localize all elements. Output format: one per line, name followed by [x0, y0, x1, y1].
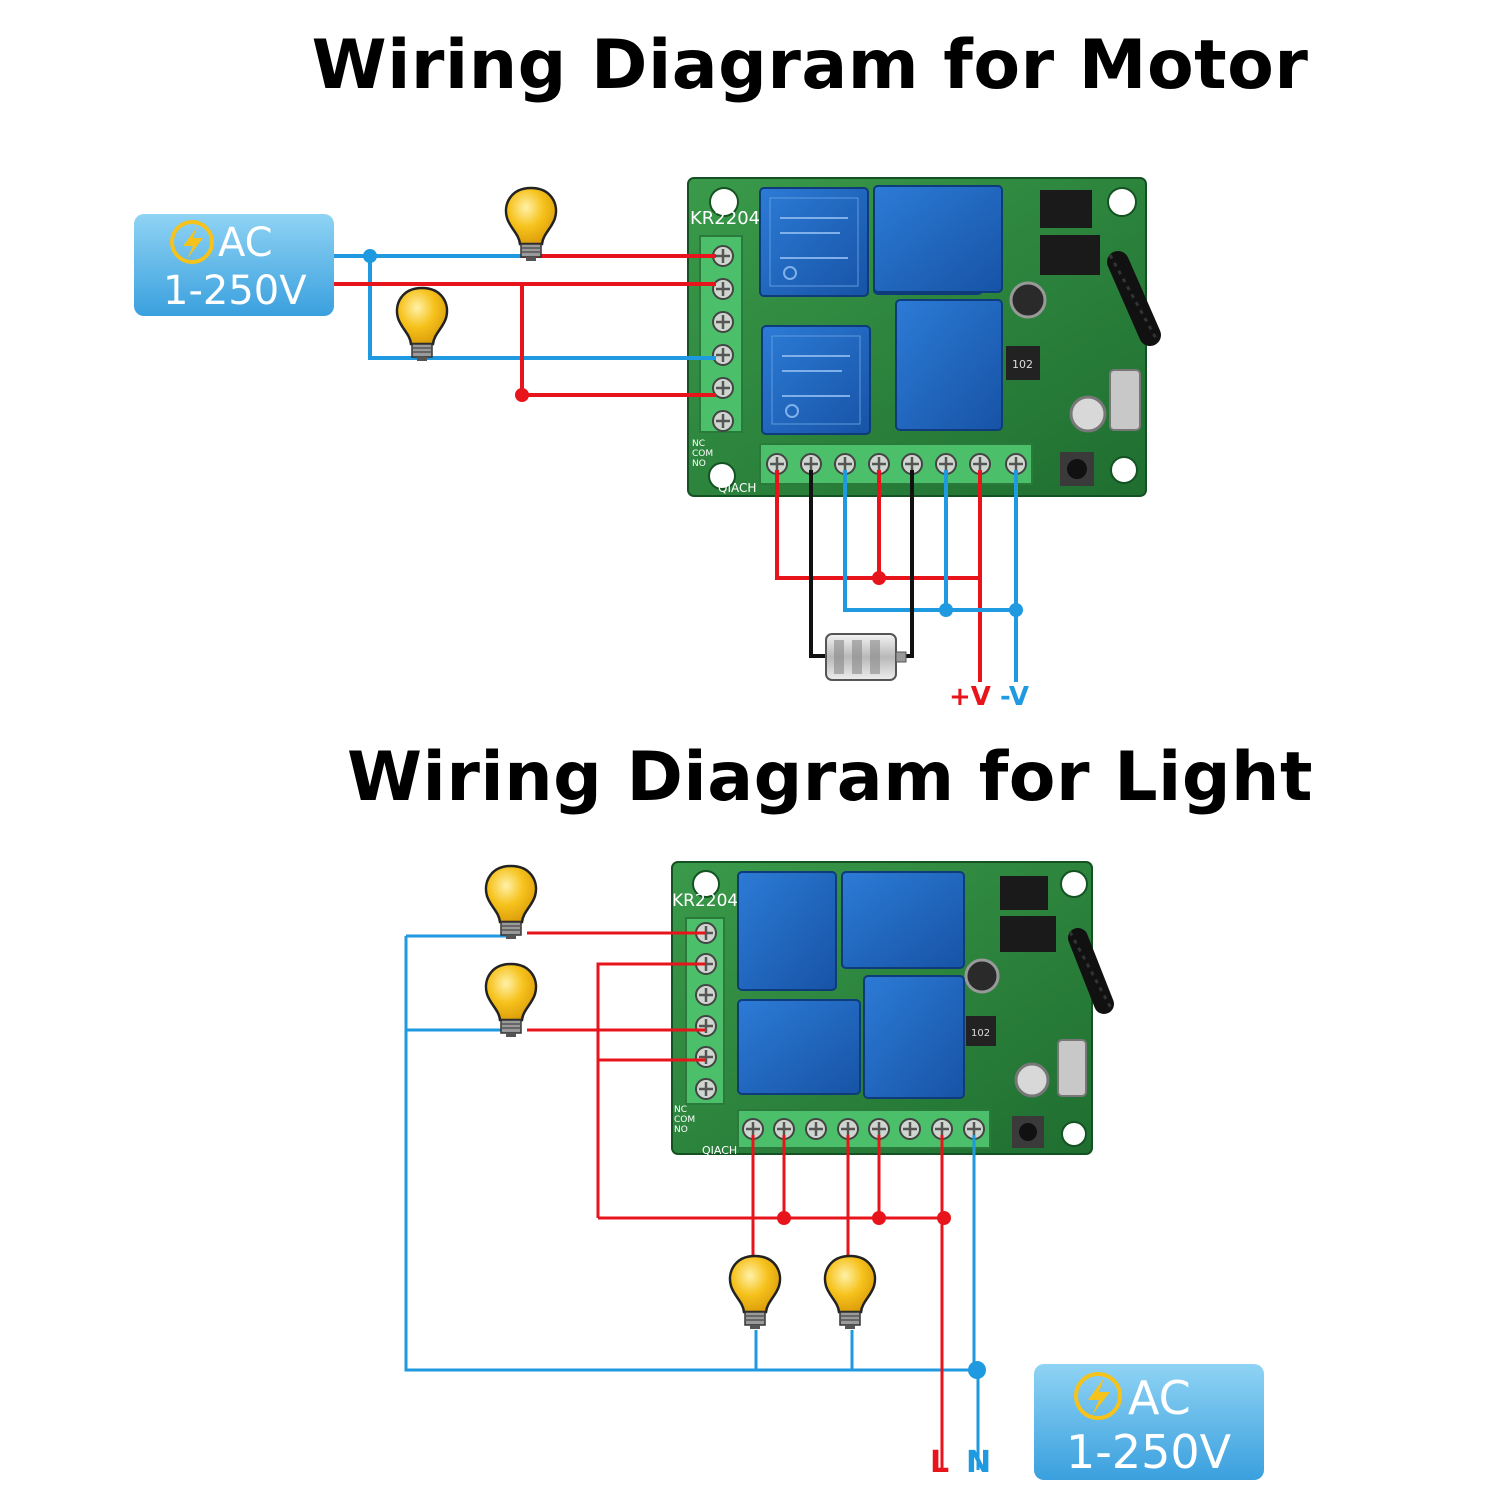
junction-dot — [939, 603, 953, 617]
light-diagram-title: Wiring Diagram for Light — [347, 738, 1313, 817]
bulb-icon — [728, 1254, 782, 1331]
dc-motor-icon — [825, 633, 907, 681]
board-model-label: KR2204 — [690, 208, 760, 229]
lightning-bolt-icon — [1074, 1372, 1122, 1420]
lightning-bolt-icon — [170, 220, 214, 264]
minus-v-label: -V — [1000, 682, 1029, 712]
board-brand-label: QIACH — [718, 481, 756, 495]
motor-wiring-diagram: AC 1-250V KR2204 102 — [134, 177, 1161, 712]
relay-board-light: KR2204 102 — [671, 861, 1114, 1157]
ac-power-box-light: AC 1-250V — [1034, 1364, 1264, 1480]
no-label: NO — [692, 459, 706, 469]
nc-label: NC — [674, 1105, 687, 1115]
bulb-icon — [395, 286, 449, 363]
voltage-label: 1-250V — [163, 268, 307, 314]
motor-diagram-title: Wiring Diagram for Motor — [311, 26, 1309, 105]
motor-bottom-wires — [775, 470, 1018, 682]
motor-left-wires — [334, 254, 716, 397]
voltage-label: 1-250V — [1066, 1425, 1232, 1479]
junction-dot — [777, 1211, 791, 1225]
junction-dot — [872, 1211, 886, 1225]
bulb-icon — [823, 1254, 877, 1331]
relay-board-motor: KR2204 102 — [687, 177, 1161, 497]
chip-label: 102 — [971, 1028, 990, 1039]
com-label: COM — [674, 1115, 695, 1125]
ac-label: AC — [218, 220, 273, 266]
junction-dot — [515, 388, 529, 402]
junction-dot — [968, 1361, 986, 1379]
light-wires — [404, 931, 980, 1470]
antenna-coil — [1107, 251, 1161, 346]
board-brand-label: QIACH — [702, 1144, 737, 1157]
bulb-icon — [484, 962, 538, 1039]
bulb-icon — [504, 186, 558, 263]
junction-dot — [872, 571, 886, 585]
chip-label: 102 — [1012, 358, 1033, 371]
com-label: COM — [692, 449, 713, 459]
junction-dot — [937, 1211, 951, 1225]
no-label: NO — [674, 1125, 688, 1135]
nc-label: NC — [692, 439, 705, 449]
live-label: L — [930, 1445, 949, 1480]
ac-power-box-motor: AC 1-250V — [134, 214, 334, 316]
bulb-icon — [484, 864, 538, 941]
antenna-coil — [1068, 928, 1114, 1014]
junction-dot — [363, 249, 377, 263]
junction-dot — [1009, 603, 1023, 617]
light-wiring-diagram: KR2204 102 — [404, 861, 1264, 1480]
plus-v-label: +V — [949, 682, 991, 712]
board-model-label: KR2204 — [672, 891, 738, 911]
neutral-label: N — [966, 1445, 991, 1480]
ac-label: AC — [1128, 1371, 1191, 1425]
